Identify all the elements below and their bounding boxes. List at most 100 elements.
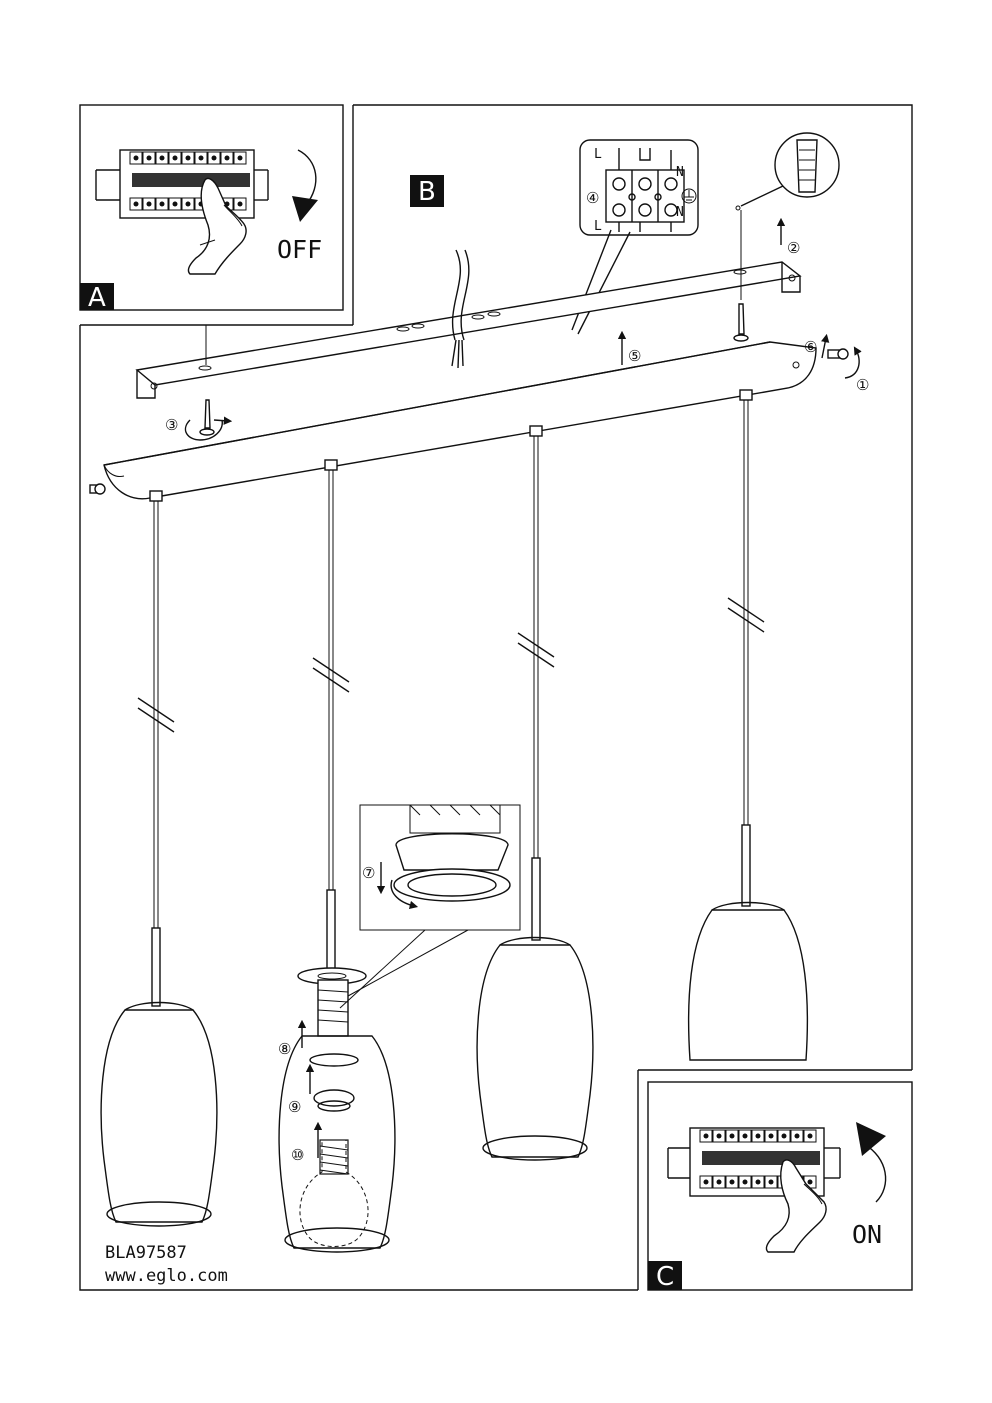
panel-a-badge: A (80, 283, 114, 313)
fuse-screw (729, 1133, 735, 1139)
fuse-terminal-top (155, 151, 169, 165)
off-label: OFF (277, 235, 322, 264)
shade-4 (687, 901, 809, 1061)
fuse-terminal-top (751, 1129, 765, 1143)
off-arrow-icon (292, 149, 318, 222)
shade-retaining-ring: ⑨ (288, 1063, 355, 1116)
mounting-bracket (135, 261, 802, 399)
terminal-label-l-top: L (594, 147, 602, 162)
fuse-screw (185, 201, 191, 207)
fuse-screw (742, 1133, 748, 1139)
fuse-screw (237, 201, 243, 207)
fuse-screw (781, 1133, 787, 1139)
fuse-terminal-bottom (712, 1175, 726, 1189)
cord-sleeve (741, 824, 751, 907)
fuse-terminal-top (142, 151, 156, 165)
fuse-terminal-bottom (751, 1175, 765, 1189)
fuse-terminal-bottom (142, 197, 156, 211)
length-break-mark (727, 607, 765, 633)
fuse-terminal-top (207, 151, 221, 165)
length-break-mark (517, 642, 555, 668)
panel-c: ON C (648, 1122, 887, 1292)
step-10: ⑩ (291, 1146, 304, 1164)
fuse-terminal-top (194, 151, 208, 165)
fuse-terminal-top (790, 1129, 804, 1143)
fuse-screw (198, 155, 204, 161)
length-break-mark (517, 632, 555, 658)
product-info: BLA97587 www.eglo.com (105, 1243, 228, 1286)
fuse-screw (146, 201, 152, 207)
fuse-screw (768, 1133, 774, 1139)
fuse-terminal-bottom (129, 197, 143, 211)
panel-a-label: A (88, 283, 106, 313)
cord-sleeve (151, 927, 161, 1007)
fuse-terminal-top (181, 151, 195, 165)
shade-1 (100, 1001, 218, 1227)
fuse-box-off (95, 149, 269, 219)
length-break-mark (312, 657, 350, 683)
fuse-box-on (667, 1127, 841, 1197)
cord-grip (149, 490, 163, 502)
hand-icon (187, 177, 247, 275)
terminal-label-l-bottom: L (594, 219, 602, 234)
screw-right: ② (733, 210, 800, 342)
fuse-terminal-bottom (233, 197, 247, 211)
fuse-screw (237, 155, 243, 161)
cord-grip (324, 459, 338, 471)
fuse-screw (172, 201, 178, 207)
fuse-screw (755, 1179, 761, 1185)
exploded-lamp: ⑧ ⑨ ⑩ (278, 929, 469, 1253)
light-bulb-icon: ⑩ (291, 1121, 369, 1247)
panel-frames (79, 104, 913, 1291)
step-5: ⑤ (628, 347, 641, 365)
shade-3 (476, 936, 594, 1161)
on-arrow-icon (856, 1122, 887, 1203)
length-break-mark (727, 597, 765, 623)
step-7: ⑦ (362, 864, 375, 882)
fuse-terminal-top (803, 1129, 817, 1143)
fuse-terminal-bottom (168, 197, 182, 211)
length-break-mark (137, 697, 175, 723)
fuse-terminal-bottom (699, 1175, 713, 1189)
supply-cable (451, 249, 470, 369)
fuse-terminal-bottom (725, 1175, 739, 1189)
suspension-wires (137, 389, 765, 1007)
fuse-terminal-top (220, 151, 234, 165)
fuse-terminal-top (233, 151, 247, 165)
step-1: ① (856, 376, 869, 394)
fuse-screw (224, 155, 230, 161)
canopy: ⑤ (103, 330, 817, 500)
fuse-screw (716, 1133, 722, 1139)
cord-grip (529, 425, 543, 437)
fuse-terminal-top (777, 1129, 791, 1143)
fuse-screw (742, 1179, 748, 1185)
step-3: ③ (165, 416, 178, 434)
earth-icon (681, 188, 697, 204)
socket-ring-detail: ⑦ (359, 804, 521, 931)
fuse-screw (159, 155, 165, 161)
fuse-screw (703, 1133, 709, 1139)
terminal-label-n-top: N (676, 165, 684, 180)
panel-b-badge: B (410, 175, 444, 207)
hand-icon (765, 1159, 827, 1253)
cord-sleeve (326, 889, 336, 971)
on-label: ON (852, 1220, 882, 1249)
terminal-block-detail: L N L N ④ (571, 139, 699, 335)
step-4: ④ (586, 189, 599, 207)
fuse-screw (172, 155, 178, 161)
fuse-screw (716, 1179, 722, 1185)
lamp-socket (317, 979, 349, 1037)
fuse-screw (755, 1133, 761, 1139)
canopy-screw-right: ⑥ ① (804, 333, 869, 394)
step-2: ② (787, 239, 800, 257)
fuse-screw (703, 1179, 709, 1185)
fuse-screw (768, 1179, 774, 1185)
canopy-screw-left (89, 483, 106, 495)
panel-c-badge: C (648, 1261, 682, 1292)
fuse-screw (794, 1133, 800, 1139)
length-break-mark (312, 667, 350, 693)
step-8: ⑧ (278, 1040, 291, 1058)
fuse-terminal-top (712, 1129, 726, 1143)
cord-grip (739, 389, 753, 401)
shade-2-glass (278, 1035, 396, 1253)
